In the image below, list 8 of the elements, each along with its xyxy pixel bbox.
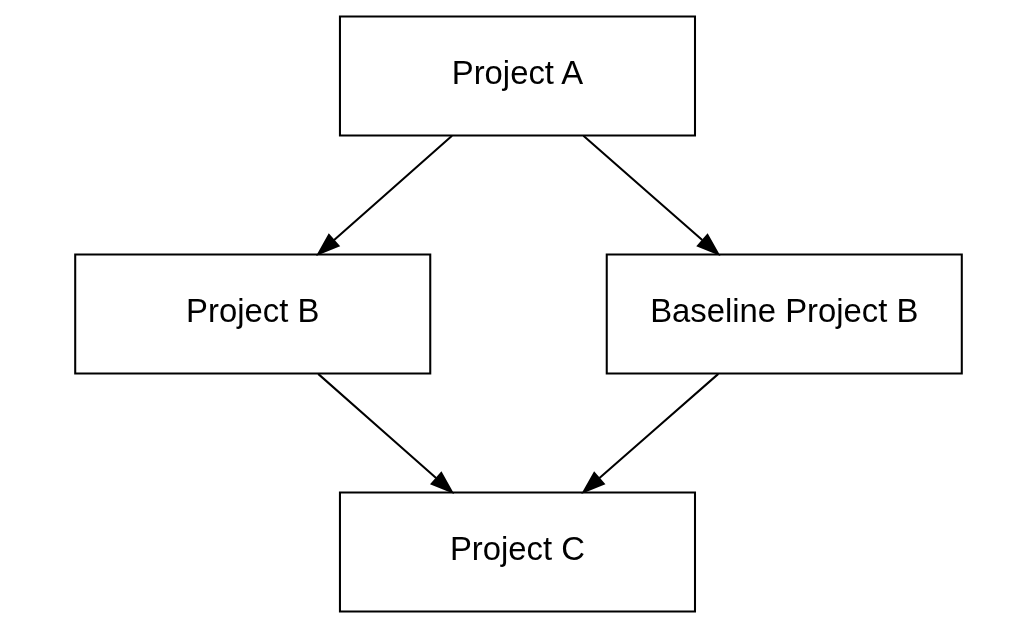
node-box: Project B [73,253,431,375]
node-box: Baseline Project B [605,253,963,375]
arrow [580,373,719,495]
arrow [317,373,454,495]
arrow [582,135,720,256]
node-box: Project C [338,491,696,613]
node-box: Project A [338,15,696,137]
arrow [315,135,453,257]
